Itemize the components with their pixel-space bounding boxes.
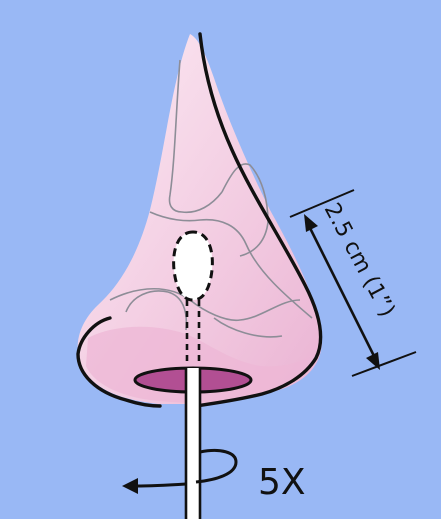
swab-shaft [186,368,200,519]
swab-tip [174,232,213,300]
rotation-count-label: 5X [258,462,306,503]
